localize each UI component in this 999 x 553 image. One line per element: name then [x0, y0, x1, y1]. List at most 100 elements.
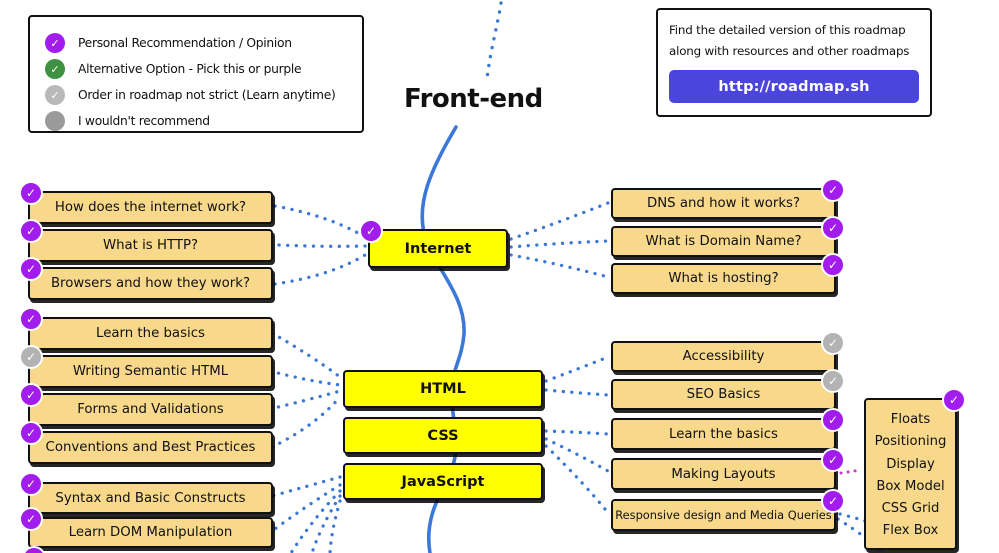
- check-glyph: ✓: [948, 393, 960, 407]
- concept-item: Floats: [890, 412, 931, 427]
- purple-check-badge: ✓: [821, 489, 845, 513]
- node-html[interactable]: HTML: [343, 370, 543, 408]
- purple-check-badge: ✓: [821, 178, 845, 202]
- check-glyph: ✓: [827, 453, 839, 467]
- node-label: Internet: [404, 240, 472, 257]
- gray-check-badge: ✓: [821, 369, 845, 393]
- topic-label: What is HTTP?: [102, 238, 199, 253]
- node-css[interactable]: CSS: [343, 417, 543, 454]
- check-glyph: ✓: [25, 186, 37, 200]
- concept-item: CSS Grid: [881, 501, 940, 517]
- legend-label: Order in roadmap not strict (Learn anyti…: [78, 88, 336, 102]
- topic-what-is-http[interactable]: ✓ What is HTTP?: [19, 219, 273, 262]
- check-glyph: ✓: [50, 62, 60, 76]
- topic-label: Browsers and how they work?: [50, 276, 251, 291]
- check-glyph: ✓: [50, 88, 60, 102]
- legend-label: Alternative Option - Pick this or purple: [78, 62, 302, 76]
- check-glyph: ✓: [827, 413, 839, 427]
- legend-label: Personal Recommendation / Opinion: [78, 36, 292, 50]
- topic-label: Writing Semantic HTML: [72, 364, 229, 379]
- roadmap-link-button[interactable]: http://roadmap.sh: [669, 70, 919, 103]
- topic-label: Responsive design and Media Queries: [615, 508, 832, 522]
- topic-dns-and-how-it-works[interactable]: ✓ DNS and how it works?: [611, 178, 845, 219]
- topic-browsers-and-how-they-work[interactable]: ✓ Browsers and how they work?: [19, 257, 273, 300]
- topic-how-does-the-internet-work[interactable]: ✓ How does the internet work?: [19, 181, 273, 224]
- topic-learn-the-basics-html[interactable]: ✓ Learn the basics: [19, 307, 273, 350]
- check-glyph: ✓: [827, 258, 839, 272]
- spine-dotted-top: [485, 1, 503, 81]
- topic-forms-and-validations[interactable]: ✓ Forms and Validations: [19, 383, 273, 426]
- check-glyph: ✓: [827, 336, 839, 350]
- topic-learn-dom-manipulation[interactable]: ✓ Learn DOM Manipulation: [19, 507, 273, 548]
- purple-check-badge: ✓: [19, 219, 43, 243]
- purple-check-badge: ✓: [19, 472, 43, 496]
- topic-label: What is hosting?: [668, 271, 779, 286]
- check-glyph: ✓: [827, 494, 839, 508]
- check-glyph: ✓: [827, 221, 839, 235]
- gray-check-badge: ✓: [19, 345, 43, 369]
- purple-check-icon: ✓: [45, 33, 65, 53]
- purple-check-badge: ✓: [359, 219, 383, 243]
- purple-check-badge: ✓: [19, 383, 43, 407]
- topic-label: Conventions and Best Practices: [45, 440, 256, 455]
- node-label: CSS: [427, 427, 459, 444]
- page-title: Front-end: [404, 84, 543, 114]
- purple-dotted-connector: [839, 468, 863, 475]
- purple-check-badge: ✓: [821, 253, 845, 277]
- legend: ✓ Personal Recommendation / Opinion ✓ Al…: [28, 15, 364, 133]
- purple-check-badge: ✓: [19, 421, 43, 445]
- purple-check-badge: ✓: [19, 307, 43, 331]
- topic-label: Accessibility: [682, 349, 765, 364]
- topic-learn-the-basics-css[interactable]: ✓ Learn the basics: [611, 408, 845, 450]
- topic-css-layout-concepts[interactable]: ✓ Floats Positioning Display Box Model C…: [864, 388, 966, 550]
- check-glyph: ✓: [25, 262, 37, 276]
- purple-check-badge: ✓: [821, 448, 845, 472]
- topic-label: Forms and Validations: [77, 402, 224, 417]
- purple-check-badge: ✓: [19, 507, 43, 531]
- topic-writing-semantic-html[interactable]: ✓ Writing Semantic HTML: [19, 345, 273, 388]
- topic-syntax-and-basic-constructs[interactable]: ✓ Syntax and Basic Constructs: [19, 472, 273, 514]
- check-glyph: ✓: [25, 388, 37, 402]
- topic-label: Making Layouts: [671, 466, 776, 482]
- node-internet[interactable]: ✓ Internet: [359, 219, 508, 268]
- purple-check-badge: ✓: [821, 216, 845, 240]
- purple-check-badge: ✓: [19, 257, 43, 281]
- gray-check-icon: ✓: [45, 85, 65, 105]
- topic-label: Learn DOM Manipulation: [68, 525, 233, 540]
- topic-seo-basics[interactable]: ✓ SEO Basics: [611, 369, 845, 410]
- check-glyph: ✓: [50, 36, 60, 50]
- gray-dot-icon: [45, 111, 65, 131]
- legend-item: I wouldn't recommend: [45, 108, 362, 134]
- topic-label: How does the internet work?: [54, 200, 247, 215]
- purple-check-badge: ✓: [821, 408, 845, 432]
- check-glyph: ✓: [365, 224, 377, 238]
- topic-label: DNS and how it works?: [646, 196, 801, 211]
- topic-label: Learn the basics: [669, 426, 778, 442]
- topic-making-layouts[interactable]: ✓ Making Layouts: [611, 448, 845, 490]
- node-label: HTML: [420, 381, 466, 397]
- legend-item: ✓ Order in roadmap not strict (Learn any…: [45, 82, 362, 108]
- topic-what-is-hosting[interactable]: ✓ What is hosting?: [611, 253, 845, 294]
- topic-label: Learn the basics: [96, 326, 205, 341]
- concept-item: Positioning: [874, 434, 947, 450]
- topic-responsive-design-and-media-queries[interactable]: ✓ Responsive design and Media Queries: [611, 489, 845, 531]
- node-javascript[interactable]: JavaScript: [343, 463, 543, 500]
- purple-check-badge: ✓: [942, 388, 966, 412]
- concept-item: Display: [886, 456, 935, 472]
- topic-what-is-domain-name[interactable]: ✓ What is Domain Name?: [611, 216, 845, 257]
- topic-conventions-and-best-practices[interactable]: ✓ Conventions and Best Practices: [19, 421, 273, 464]
- check-glyph: ✓: [827, 183, 839, 197]
- concept-item: Flex Box: [882, 523, 939, 539]
- check-glyph: ✓: [25, 426, 37, 440]
- info-card: Find the detailed version of this roadma…: [656, 8, 932, 117]
- check-glyph: ✓: [827, 374, 839, 388]
- check-glyph: ✓: [25, 224, 37, 238]
- gray-check-badge: ✓: [821, 331, 845, 355]
- check-glyph: ✓: [25, 477, 37, 491]
- green-check-icon: ✓: [45, 59, 65, 79]
- info-card-text: along with resources and other roadmaps: [669, 44, 910, 58]
- topic-accessibility[interactable]: ✓ Accessibility: [611, 331, 845, 372]
- legend-item: ✓ Personal Recommendation / Opinion: [45, 30, 362, 56]
- legend-label: I wouldn't recommend: [78, 114, 210, 128]
